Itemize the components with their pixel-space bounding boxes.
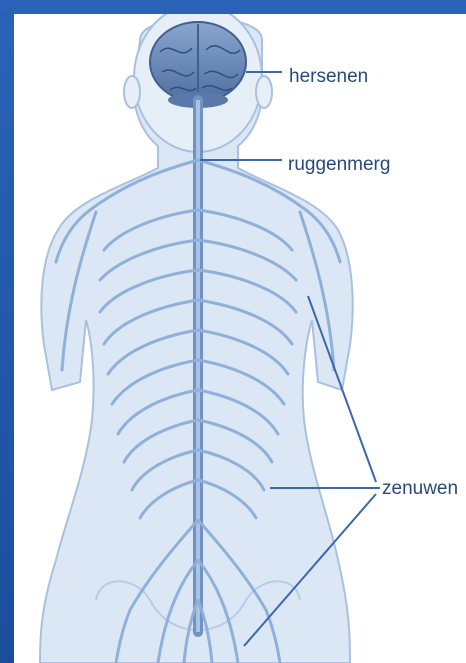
nervous-system-diagram (14, 14, 466, 663)
diagram-panel: hersenen ruggenmerg zenuwen (14, 14, 466, 663)
label-nerves: zenuwen (382, 478, 458, 500)
label-spinal-cord: ruggenmerg (288, 154, 390, 176)
label-brain: hersenen (289, 66, 368, 88)
